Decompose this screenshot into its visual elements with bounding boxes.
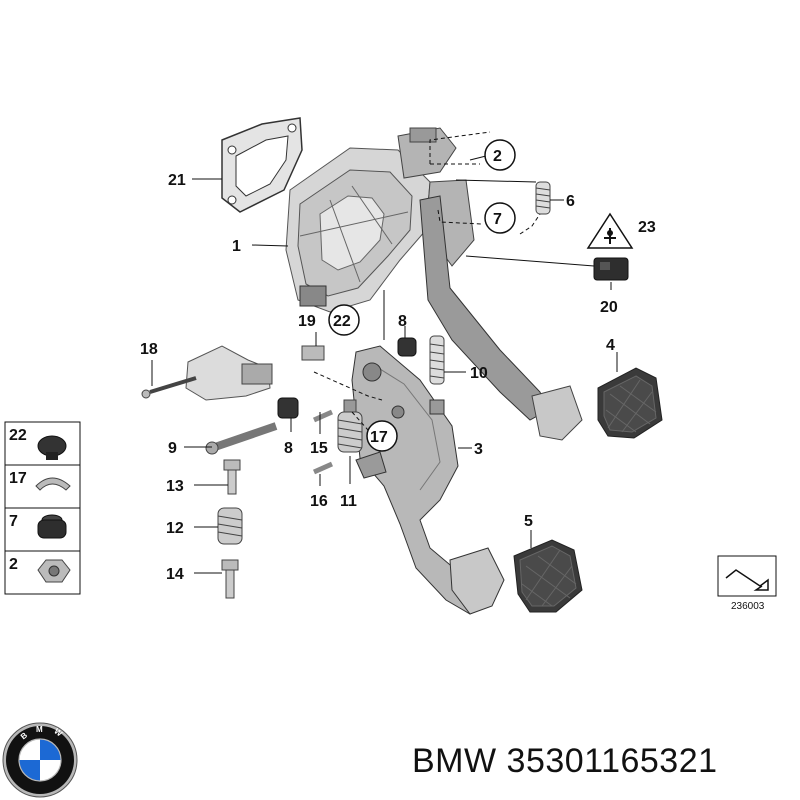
legend-number-22: 22	[9, 427, 27, 444]
callout-circle-17	[366, 420, 398, 452]
clip-ring-icon	[35, 477, 71, 491]
callout-13: 13	[166, 478, 184, 495]
callout-22: 22	[333, 313, 351, 330]
callout-20: 20	[600, 299, 618, 316]
callout-16: 16	[310, 493, 328, 510]
callout-10: 10	[470, 365, 488, 382]
spring-part-11	[337, 399, 363, 453]
callout-18: 18	[140, 341, 158, 358]
spring-part-12	[217, 507, 243, 545]
callout-4: 4	[606, 337, 615, 354]
pin-part-16	[312, 461, 334, 475]
bush-part-8-upper	[397, 337, 417, 357]
callout-17: 17	[370, 429, 388, 446]
callout-21: 21	[168, 172, 186, 189]
spring-part-6	[535, 181, 551, 215]
brand-name: BMW	[412, 742, 497, 780]
grommet-icon	[37, 435, 67, 460]
callout-9: 9	[168, 440, 177, 457]
diagram-code: 236003	[731, 601, 765, 612]
clutch-master-cylinder	[141, 345, 325, 401]
svg-text:W: W	[52, 727, 64, 739]
legend-number-7: 7	[9, 513, 18, 530]
brake-pedal-arm	[419, 195, 583, 441]
callout-8-upper: 8	[398, 313, 407, 330]
pedal-pad-part-4	[597, 367, 663, 439]
legend-number-2: 2	[9, 556, 18, 573]
legend-number-17: 17	[9, 470, 27, 487]
pin-part-15	[312, 409, 334, 423]
hex-nut-icon	[37, 559, 71, 583]
bolt-part-14	[221, 559, 239, 599]
callout-7: 7	[493, 211, 502, 228]
callout-circle-22	[328, 304, 360, 336]
callout-3: 3	[474, 441, 483, 458]
callout-8-lower: 8	[284, 440, 293, 457]
leader-lines	[151, 131, 618, 574]
callout-12: 12	[166, 520, 184, 537]
bmw-logo: B M W	[2, 722, 78, 798]
callout-23: 23	[638, 219, 656, 236]
callout-6: 6	[566, 193, 575, 210]
svg-text:M: M	[36, 725, 43, 734]
callout-5: 5	[524, 513, 533, 530]
part-number: 35301165321	[506, 742, 718, 780]
rubber-bush-icon	[37, 514, 67, 539]
bush-part-8-lower	[277, 397, 299, 419]
callout-circle-7	[484, 202, 516, 234]
pin-part-9	[205, 422, 278, 455]
callout-circle-2	[484, 139, 516, 171]
callout-14: 14	[166, 566, 184, 583]
callout-19: 19	[298, 313, 316, 330]
warning-triangle-icon	[586, 212, 634, 249]
svg-text:B: B	[19, 730, 29, 741]
callout-11: 11	[340, 493, 357, 510]
pedal-pad-part-5	[513, 539, 583, 613]
callout-1: 1	[232, 238, 241, 255]
clutch-pedal-part-3	[351, 345, 505, 615]
callout-2: 2	[493, 148, 502, 165]
legend-table: 22 17 7 2	[4, 421, 81, 595]
spring-part-10	[429, 335, 445, 385]
bolt-part-13	[223, 459, 241, 495]
switch-part-20	[593, 257, 629, 281]
gasket-part-21	[221, 117, 303, 213]
part-caption: BMW 35301165321	[412, 742, 718, 781]
diagram-reference-box: 236003	[717, 555, 777, 612]
callout-15: 15	[310, 440, 328, 457]
